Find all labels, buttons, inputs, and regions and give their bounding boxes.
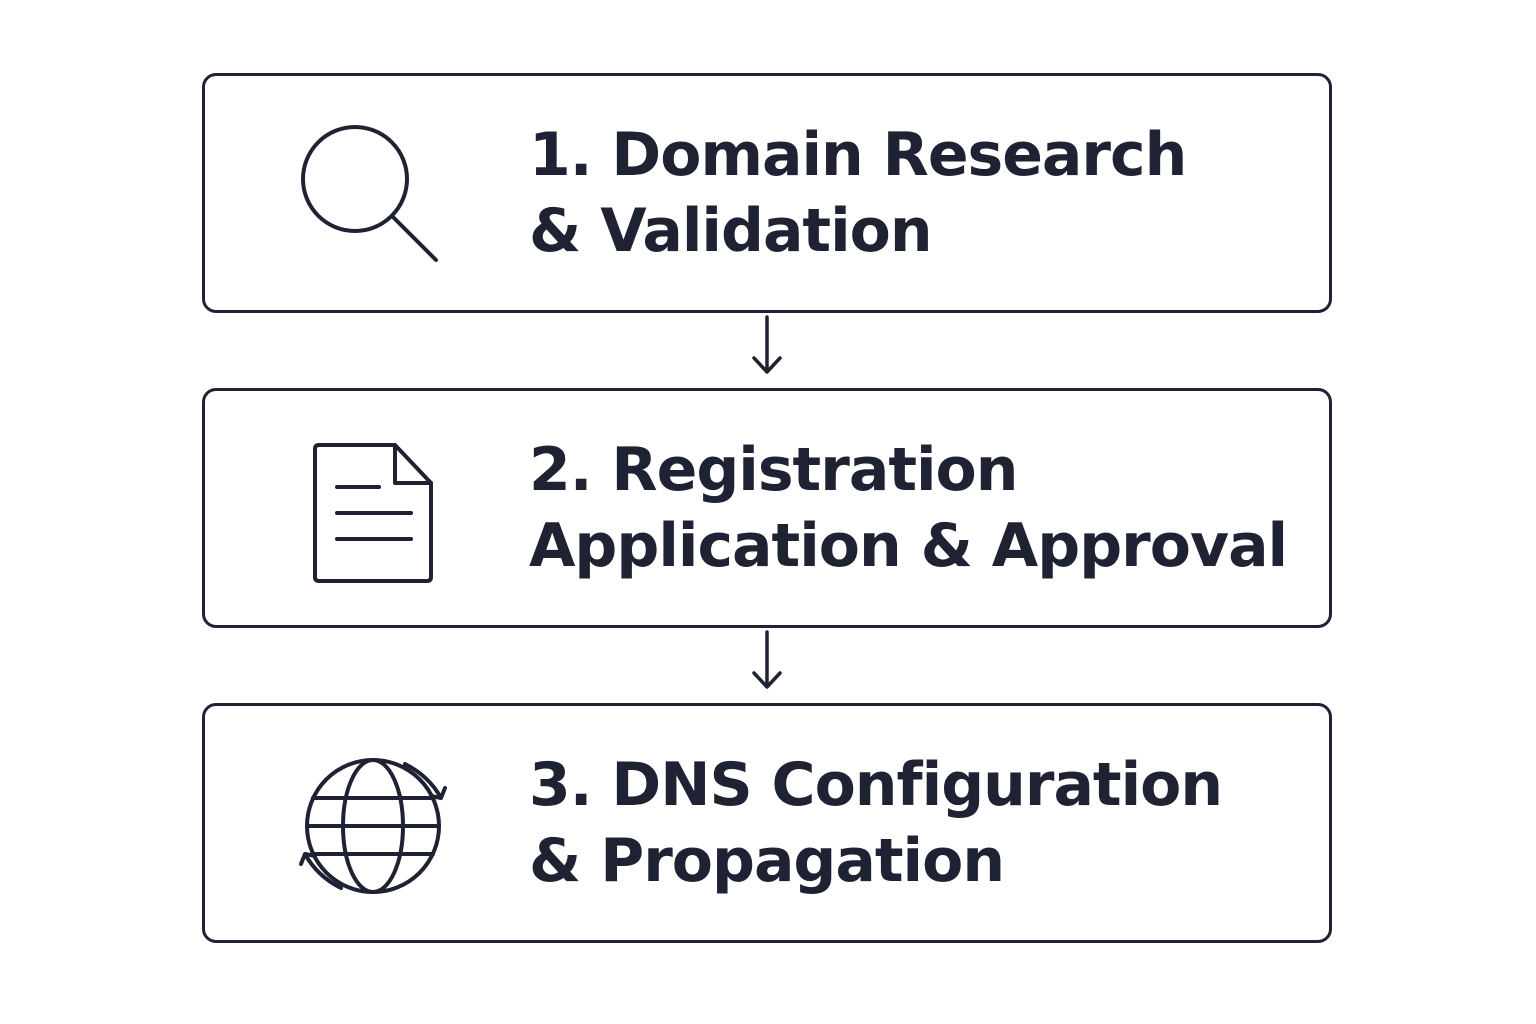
globe-sync-icon: [293, 746, 453, 906]
step-box-dns-configuration: 3. DNS Configuration & Propagation: [202, 703, 1332, 943]
down-arrow-icon: [742, 313, 792, 385]
step-label-line: & Propagation: [529, 826, 1005, 896]
document-icon: [293, 431, 453, 591]
down-arrow-icon: [742, 628, 792, 700]
magnifying-glass-icon: [293, 116, 453, 276]
step-label-line: 2. Registration: [529, 435, 1019, 505]
step-box-domain-research: 1. Domain Research & Validation: [202, 73, 1332, 313]
step-label: 2. Registration Application & Approval: [529, 432, 1309, 584]
step-label-line: 3. DNS Configuration: [529, 750, 1223, 820]
step-label: 1. Domain Research & Validation: [529, 117, 1309, 269]
step-label: 3. DNS Configuration & Propagation: [529, 747, 1309, 899]
step-label-line: & Validation: [529, 196, 933, 266]
step-label-line: Application & Approval: [529, 511, 1288, 581]
step-box-registration: 2. Registration Application & Approval: [202, 388, 1332, 628]
step-label-line: 1. Domain Research: [529, 120, 1187, 190]
